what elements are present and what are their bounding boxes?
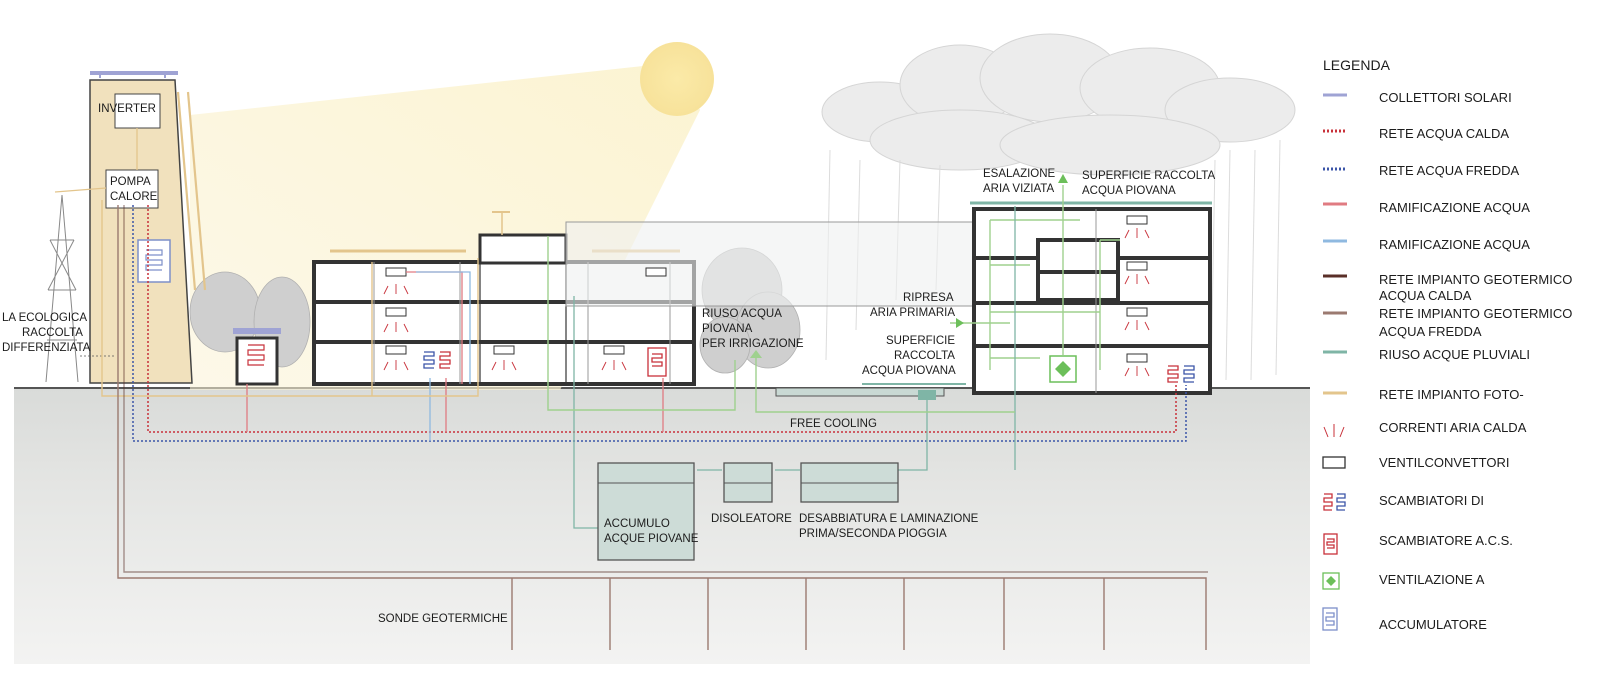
primary-air-label-1: RIPRESA	[903, 292, 954, 304]
eco-island-label-3: DIFFERENZIATA	[2, 342, 91, 354]
rainwater-storage-tank	[597, 462, 695, 561]
legend-label-6a: RETE IMPIANTO GEOTERMICO	[1379, 272, 1572, 287]
legend-label-14: VENTILAZIONE A	[1379, 572, 1485, 587]
dhw-exchanger-icon	[1323, 533, 1338, 555]
legend-label-10: CORRENTI ARIA CALDA	[1379, 420, 1527, 435]
heat-pump-label-1: POMPA	[110, 176, 151, 188]
air-intake-arrow	[956, 318, 964, 328]
branch-lightblue	[416, 271, 471, 441]
oil-separator-label: DISOLEATORE	[711, 513, 792, 525]
tower-accumulator	[137, 239, 171, 283]
storage-label-1: ACCUMULO	[604, 518, 670, 530]
exhaust-label-2: ARIA VIZIATA	[983, 183, 1054, 195]
irrigation-label-2: PIOVANA	[702, 323, 753, 335]
ventilation-unit	[1049, 355, 1077, 383]
pv-panel-ladder	[176, 91, 207, 291]
legend-label-5: RAMIFICAZIONE ACQUA	[1379, 237, 1530, 252]
fan-coil-icon	[1322, 456, 1346, 469]
fan-coils-left	[385, 267, 667, 355]
primary-air-label-2: ARIA PRIMARIA	[870, 307, 955, 319]
exhaust-arrow	[1058, 174, 1068, 183]
irrigation-basin	[775, 387, 945, 397]
irrigation-arrow	[750, 350, 762, 358]
legend-label-7b: ACQUA FREDDA	[1379, 324, 1482, 339]
rainwater-reuse	[573, 206, 1016, 529]
legend-label-2: RETE ACQUA CALDA	[1379, 126, 1509, 141]
legend-label-1: COLLETTORI SOLARI	[1379, 90, 1512, 105]
legend-label-12: SCAMBIATORI DI	[1379, 493, 1484, 508]
eco-island-label-2: RACCOLTA	[22, 327, 83, 339]
roof-collection-label-1: SUPERFICIE RACCOLTA	[1082, 170, 1215, 182]
eco-island-label-1: LA ECOLOGICA	[2, 312, 87, 324]
legend-label-6b: ACQUA CALDA	[1379, 288, 1472, 303]
exchangers-right	[1167, 365, 1195, 383]
legend-title: LEGENDA	[1323, 57, 1391, 73]
legend-label-11: VENTILCONVETTORI	[1379, 455, 1510, 470]
cold-water-network	[132, 205, 1187, 442]
sand-trap-label-2: PRIMA/SECONDA PIOGGIA	[799, 528, 947, 540]
collection-surface-label-2: RACCOLTA	[894, 350, 955, 362]
tower	[89, 79, 193, 384]
collection-surface-label-1: SUPERFICIE	[886, 335, 955, 347]
storage-label-2: ACQUE PIOVANE	[604, 533, 699, 545]
geothermal-probes-label: SONDE GEOTERMICHE	[378, 613, 508, 625]
exchangers-left	[423, 347, 667, 377]
irrigation-label-1: RIUSO ACQUA	[702, 308, 782, 320]
heat-pump-label-2: CALORE	[110, 191, 158, 203]
legend-label-8: RIUSO ACQUE PLUVIALI	[1379, 347, 1530, 362]
warm-air-right	[1124, 228, 1150, 377]
roof-collection-label-2: ACQUA PIOVANA	[1082, 185, 1176, 197]
legend-label-4: RAMIFICAZIONE ACQUA	[1379, 200, 1530, 215]
ventilation-icon	[1322, 572, 1340, 590]
legend-label-15: ACCUMULATORE	[1379, 617, 1487, 632]
exhaust-label-1: ESALAZIONE	[983, 168, 1056, 180]
heat-exchanger-icon	[1323, 493, 1346, 511]
hot-water-network	[147, 205, 1177, 433]
warm-air-icon	[1323, 424, 1345, 438]
branch-pink	[246, 271, 664, 432]
sand-trap-label-1: DESABBIATURA E LAMINAZIONE	[799, 513, 979, 525]
warm-air-left	[383, 284, 627, 371]
free-cooling-label: FREE COOLING	[790, 418, 877, 430]
glass-link	[565, 221, 975, 307]
legend-label-9: RETE IMPIANTO FOTO-	[1379, 387, 1524, 402]
legend: LEGENDA COLLETTORI SOLARI RETE ACQUA CAL…	[1322, 57, 1572, 632]
collection-surface-label-3: ACQUA PIOVANA	[862, 365, 956, 377]
fan-coils-right	[1126, 215, 1148, 363]
free-cooling-loop	[547, 236, 1015, 413]
sun	[640, 42, 714, 116]
irrigation-label-3: PER IRRIGAZIONE	[702, 338, 804, 350]
right-building	[972, 207, 1212, 395]
small-kiosk	[235, 336, 279, 386]
pv-network	[101, 200, 479, 397]
inverter-box	[114, 93, 161, 129]
geothermal-network	[117, 205, 1208, 650]
legend-label-3: RETE ACQUA FREDDA	[1379, 163, 1519, 178]
heat-pump-box	[105, 169, 159, 209]
electric-pylon	[45, 194, 79, 383]
accumulator-icon	[1322, 607, 1338, 631]
rain-cloud	[821, 33, 1296, 176]
legend-label-13: SCAMBIATORE A.C.S.	[1379, 533, 1513, 548]
legend-label-7a: RETE IMPIANTO GEOTERMICO	[1379, 306, 1572, 321]
inverter-label: INVERTER	[98, 103, 156, 115]
